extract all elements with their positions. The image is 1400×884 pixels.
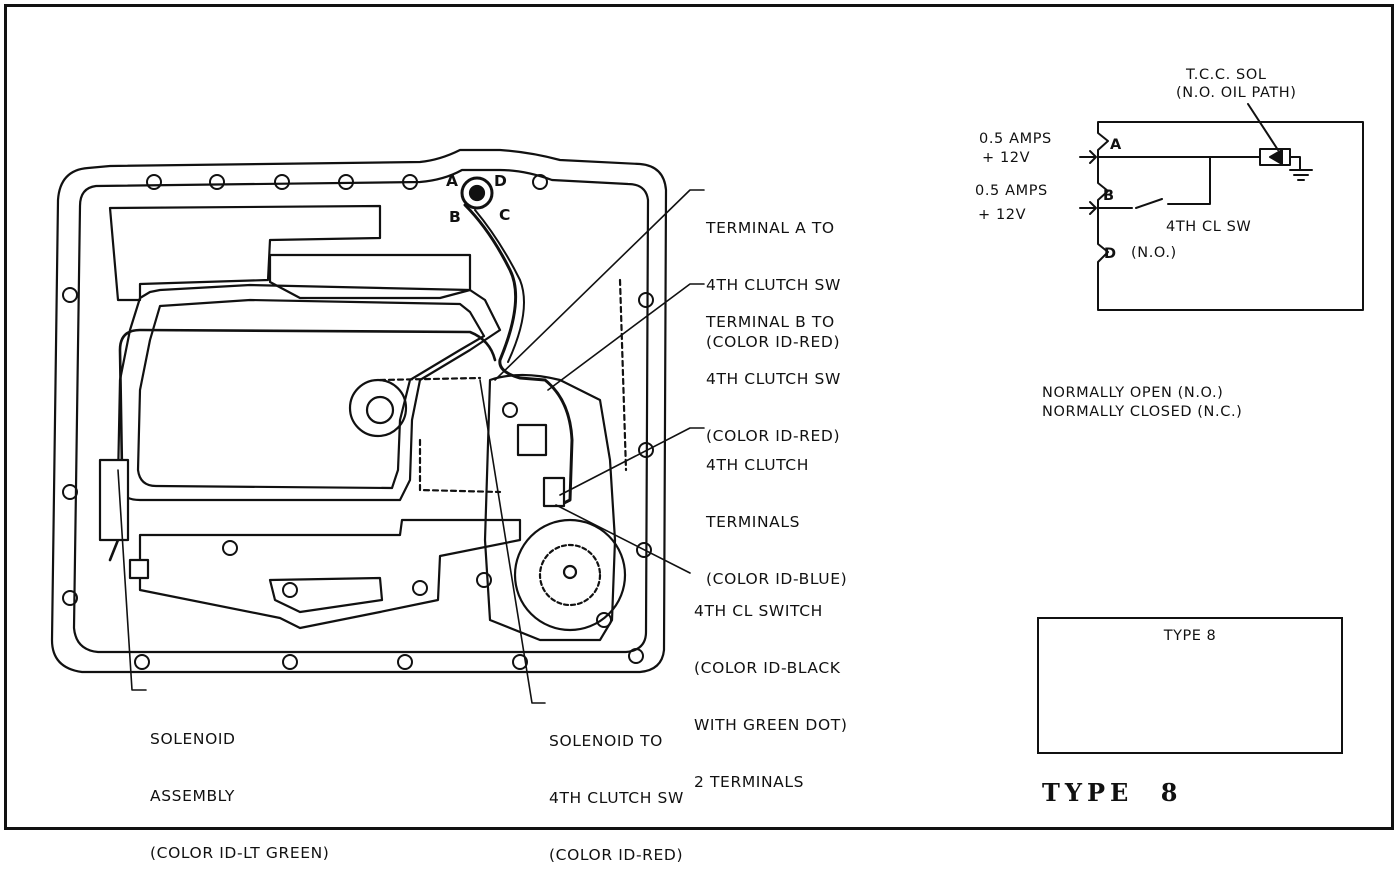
schematic-pin-d: D: [1104, 246, 1117, 262]
type-caption: TYPE 8: [1042, 778, 1183, 807]
lower-bracket-arm: [268, 576, 384, 614]
tcc-sol-title: T.C.C. SOL: [1186, 67, 1267, 83]
callout-solenoid-to: SOLENOID TO 4TH CLUTCH SW (COLOR ID-RED): [549, 732, 684, 864]
lower-bracket: [138, 518, 522, 630]
callout-terminal-b: TERMINAL B TO 4TH CLUTCH SW (COLOR ID-RE…: [706, 313, 841, 445]
accumulator-outer: [513, 518, 627, 632]
callout-terminal-a: TERMINAL A TO 4TH CLUTCH SW (COLOR ID-RE…: [706, 219, 841, 351]
valve-body-inner: [136, 298, 486, 490]
harness-second: [474, 209, 525, 363]
arrow-a: [1079, 150, 1097, 164]
connector-letter-b: B: [449, 208, 462, 226]
schematic-switch-label: 4TH CL SW: [1166, 219, 1252, 235]
accumulator-inner: [538, 543, 602, 607]
callout-solenoid-assembly: SOLENOID ASSEMBLY (COLOR ID-LT GREEN): [150, 730, 330, 862]
center-disc: [348, 378, 408, 438]
pan-outer-outline: [50, 148, 668, 674]
leader-solenoid-assembly: [117, 469, 147, 691]
wire-b-right: [1167, 156, 1211, 205]
type-box: TYPE 8: [1037, 617, 1343, 754]
type-box-label: TYPE 8: [1163, 628, 1217, 644]
harness-loop: [118, 328, 497, 472]
harness-main: [463, 203, 574, 507]
upper-slot: [268, 253, 472, 300]
pan-bolts: [62, 174, 654, 670]
pan-inner-rim: [72, 168, 650, 654]
dashed-bore: [378, 376, 482, 382]
connector-letter-c: C: [499, 206, 511, 224]
case-connector-inner: [468, 184, 486, 202]
schematic-box: [1097, 121, 1364, 311]
ground-wire: [1289, 156, 1301, 171]
dashed-right: [618, 278, 628, 472]
fourth-clutch-terminals: [516, 423, 548, 457]
leader-lines: [117, 189, 705, 704]
leader-solenoid-to: [479, 379, 546, 704]
diagram-artwork: [50, 103, 1364, 704]
callout-clutch-terminals: 4TH CLUTCH TERMINALS (COLOR ID-BLUE): [706, 456, 848, 588]
leader-terminal-a: [494, 189, 705, 381]
arrow-b: [1079, 201, 1097, 215]
leader-terminal-b: [547, 283, 705, 391]
valve-body-plate: [116, 283, 502, 502]
solenoid-diode: [1269, 149, 1283, 165]
schematic-pin-b: B: [1103, 188, 1115, 204]
case-connector: [460, 176, 494, 210]
fourth-cl-switch: [542, 476, 566, 508]
input-b-volts: + 12V: [978, 207, 1027, 223]
input-a-volts: + 12V: [982, 150, 1031, 166]
input-b-amps: 0.5 AMPS: [975, 183, 1048, 199]
tcc-schematic: [1079, 103, 1364, 311]
switch-blade: [1135, 198, 1163, 209]
leader-cl-switch: [555, 504, 691, 574]
legend-normally-open: NORMALLY OPEN (N.O.): [1042, 385, 1224, 401]
accumulator-center: [562, 564, 578, 580]
solenoid-connector: [128, 558, 150, 580]
upper-channel: [108, 204, 382, 302]
dashed-center: [418, 438, 502, 494]
input-a-amps: 0.5 AMPS: [979, 131, 1052, 147]
connector-letter-d: D: [494, 172, 508, 190]
schematic-pin-a: A: [1110, 137, 1122, 153]
legend-normally-closed: NORMALLY CLOSED (N.C.): [1042, 404, 1243, 420]
right-plate: [483, 373, 617, 642]
solenoid-body: [98, 458, 130, 542]
connector-letter-a: A: [446, 172, 459, 190]
schematic-switch-state: (N.O.): [1131, 245, 1177, 261]
center-disc-inner: [365, 395, 395, 425]
leader-clutch-terminals: [559, 427, 705, 496]
ground-symbol: [1289, 169, 1313, 181]
figure-frame: [4, 4, 1394, 830]
callout-cl-switch: 4TH CL SWITCH (COLOR ID-BLACK WITH GREEN…: [694, 602, 848, 791]
tcc-leader: [1247, 103, 1279, 151]
tcc-sol-subtitle: (N.O. OIL PATH): [1176, 85, 1297, 101]
